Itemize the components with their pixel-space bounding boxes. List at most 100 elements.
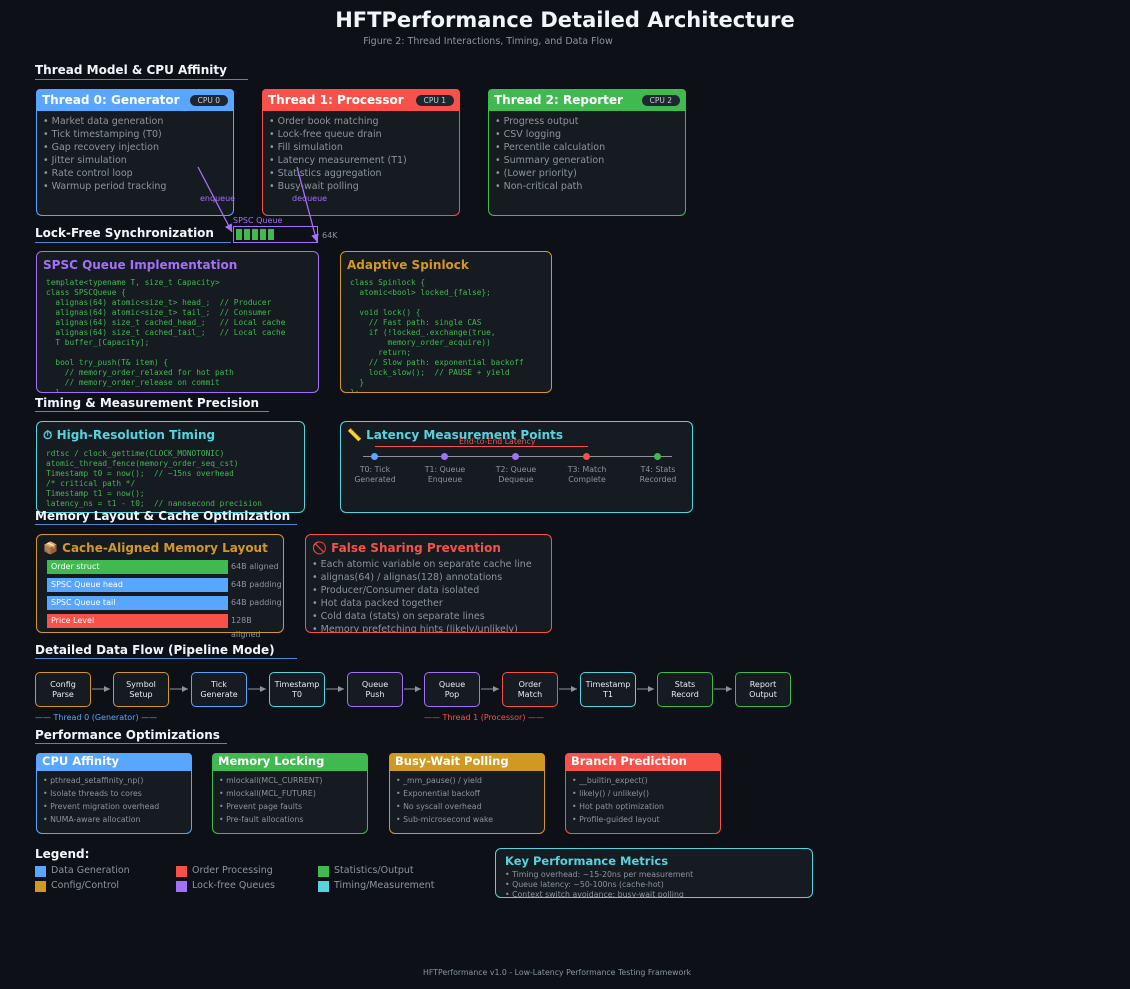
legend-swatch	[176, 881, 187, 892]
queue-slot	[236, 229, 243, 240]
legend-label: Timing/Measurement	[334, 880, 435, 891]
optimization-item: _mm_pause() / yield	[396, 774, 538, 787]
enqueue-arrow	[197, 166, 233, 233]
latency-point-marker	[512, 453, 519, 460]
enqueue-label: enqueue	[200, 194, 236, 203]
pipeline-stage-line2: Parse	[52, 689, 74, 699]
thread-task-item: Statistics aggregation	[269, 167, 453, 180]
optimization-title: Branch Prediction	[565, 753, 721, 771]
queue-slot	[244, 229, 251, 240]
optimization-list: _mm_pause() / yieldExponential backoffNo…	[390, 771, 544, 829]
optimization-item: __builtin_expect()	[572, 774, 714, 787]
latency-point-marker	[371, 453, 378, 460]
dequeue-label: dequeue	[292, 194, 328, 203]
e2e-latency-label: End-to-End Latency	[459, 437, 536, 446]
latency-points-card: 📏 Latency Measurement Points End-to-End …	[340, 421, 693, 513]
optimization-item: No syscall overhead	[396, 800, 538, 813]
latency-point-marker	[583, 453, 590, 460]
thread-task-item: CSV logging	[495, 128, 679, 141]
optimization-list: __builtin_expect()likely() / unlikely()H…	[566, 771, 720, 829]
optimization-item: Pre-fault allocations	[219, 813, 361, 826]
cache-layout-row-note: 64B aligned	[231, 562, 279, 571]
clock-icon: ⏱	[43, 428, 53, 442]
thread-task-list: Market data generationTick timestamping …	[37, 111, 233, 197]
thread-task-item: Order book matching	[269, 115, 453, 128]
false-sharing-item: Hot data packed together	[312, 597, 545, 610]
queue-slot	[252, 229, 259, 240]
cache-layout-row: SPSC Queue head	[47, 578, 228, 592]
legend-swatch	[35, 881, 46, 892]
page-subtitle: Figure 2: Thread Interactions, Timing, a…	[363, 36, 613, 47]
section-title-thread-model: Thread Model & CPU Affinity	[35, 63, 227, 77]
pipeline-stage-line2: Output	[749, 689, 777, 699]
thread-title: Thread 1: Processor	[268, 93, 404, 107]
legend-swatch	[318, 866, 329, 877]
flow-group-thread0: —— Thread 0 (Generator) ——	[35, 713, 158, 722]
optimization-item: Hot path optimization	[572, 800, 714, 813]
footer: HFTPerformance v1.0 - Low-Latency Perfor…	[422, 968, 692, 977]
thread-task-item: Progress output	[495, 115, 679, 128]
legend-label: Statistics/Output	[334, 865, 414, 876]
latency-point-label-line1: T1: Queue	[424, 465, 466, 474]
latency-point-marker	[441, 453, 448, 460]
thread-task-item: Warmup period tracking	[43, 180, 227, 193]
metrics-list: Timing overhead: ~15-20ns per measuremen…	[496, 870, 812, 897]
cache-layout-row: Order struct	[47, 560, 228, 574]
section-underline	[35, 242, 231, 243]
pipeline-stage-line1: Symbol	[126, 679, 156, 689]
dequeue-arrow	[296, 166, 319, 243]
pipeline-stage-line1: Queue	[438, 679, 466, 689]
latency-point-label-line2: Recorded	[639, 475, 677, 484]
optimization-item: Exponential backoff	[396, 787, 538, 800]
spsc-queue-title: SPSC Queue Implementation	[43, 258, 238, 272]
optimization-list: pthread_setaffinity_np()Isolate threads …	[37, 771, 191, 829]
legend-swatch	[176, 866, 187, 877]
pipeline-stage-line1: Queue	[361, 679, 389, 689]
legend-swatch	[35, 866, 46, 877]
pipeline-stage-line2: T0	[292, 689, 302, 699]
false-sharing-item: Producer/Consumer data isolated	[312, 584, 545, 597]
false-sharing-item: alignas(64) / alignas(128) annotations	[312, 571, 545, 584]
spsc-queue-label: SPSC Queue	[233, 216, 283, 225]
legend-title: Legend:	[35, 847, 90, 861]
flow-group-thread1-label: Thread 1 (Processor)	[442, 713, 526, 722]
pipeline-stage-line1: Timestamp	[585, 679, 631, 689]
thread-title: Thread 2: Reporter	[494, 93, 623, 107]
cache-layout-row-note: 64B padding	[231, 598, 282, 607]
latency-points-title: Latency Measurement Points	[366, 428, 564, 442]
latency-point-label-line2: Generated	[354, 475, 396, 484]
pipeline-stage-line2: T1	[603, 689, 613, 699]
cpu-badge: CPU 0	[189, 94, 228, 106]
latency-point-label-line2: Complete	[568, 475, 606, 484]
latency-point-label-line1: T3: Match	[567, 465, 607, 474]
section-title-dataflow: Detailed Data Flow (Pipeline Mode)	[35, 643, 275, 657]
queue-slot	[260, 229, 267, 240]
metrics-item: Queue latency: ~50-100ns (cache-hot)	[505, 880, 803, 890]
spinlock-code: class Spinlock { atomic<bool> locked_{fa…	[350, 278, 524, 393]
flow-group-thread0-label: Thread 0 (Generator)	[53, 713, 139, 722]
latency-point-label-line2: Enqueue	[427, 475, 463, 484]
false-sharing-card: 🚫 False Sharing Prevention Each atomic v…	[305, 534, 552, 633]
optimization-item: Prevent migration overhead	[43, 800, 185, 813]
thread-task-item: Latency measurement (T1)	[269, 154, 453, 167]
cache-layout-row-note: 64B padding	[231, 580, 282, 589]
spinlock-title: Adaptive Spinlock	[347, 258, 469, 272]
section-underline	[35, 743, 227, 744]
hires-timing-card: ⏱ High-Resolution Timing rdtsc / clock_g…	[36, 421, 305, 513]
optimization-card: Branch Prediction__builtin_expect()likel…	[565, 753, 721, 834]
thread-task-item: Summary generation	[495, 154, 679, 167]
pipeline-stage-line1: Report	[749, 679, 777, 689]
